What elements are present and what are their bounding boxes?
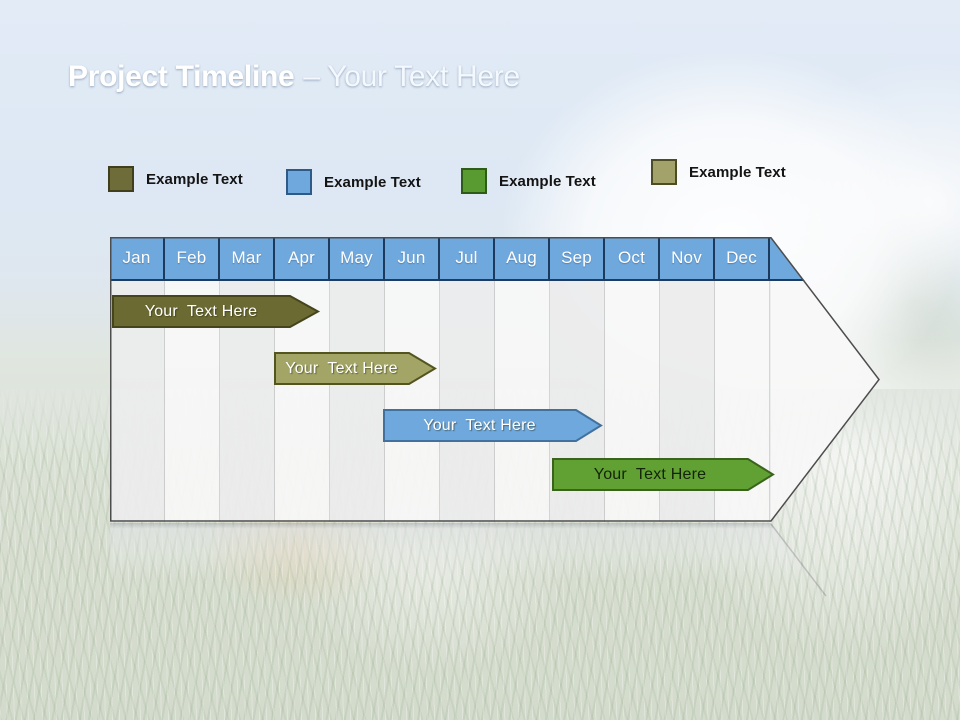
month-header-dec: Dec [715, 237, 770, 279]
legend-label: Example Text [499, 172, 596, 190]
bar-label: Your Text Here [593, 465, 707, 483]
bar-label: Your Text Here [144, 302, 258, 320]
month-header-jul: Jul [440, 237, 495, 279]
legend-swatch-tan [651, 159, 677, 185]
month-header-row: Jan Feb Mar Apr May Jun Jul Aug Sep Oct … [110, 237, 880, 281]
legend-swatch-green [461, 168, 487, 194]
legend-label: Example Text [324, 173, 421, 191]
month-header-nov: Nov [660, 237, 715, 279]
month-header-feb: Feb [165, 237, 220, 279]
timeline-bar-1: Your Text Here [112, 295, 321, 328]
bar-label: Your Text Here [423, 416, 536, 434]
timeline-bar-4: Your Text Here [552, 458, 775, 491]
legend-item: Example Text [461, 168, 596, 194]
bar-label: Your Text Here [285, 359, 398, 377]
page-title-rest: – Your Text Here [303, 60, 520, 93]
month-header-apr: Apr [275, 237, 330, 279]
legend-item: Example Text [286, 169, 421, 195]
month-header-jan: Jan [110, 237, 165, 279]
month-header-jun: Jun [385, 237, 440, 279]
month-header-may: May [330, 237, 385, 279]
timeline-bar-2: Your Text Here [274, 352, 437, 385]
legend-item: Example Text [108, 166, 243, 192]
legend-swatch-blue [286, 169, 312, 195]
legend-item: Example Text [651, 159, 786, 185]
legend-swatch-olive [108, 166, 134, 192]
timeline-reflection [110, 523, 826, 595]
page-title-bold: Project Timeline [68, 60, 295, 93]
timeline-bar-3: Your Text Here [383, 409, 603, 442]
legend-label: Example Text [689, 163, 786, 181]
month-header-oct: Oct [605, 237, 660, 279]
page-title: Project Timeline– Your Text Here [68, 60, 520, 94]
timeline-arrow: Jan Feb Mar Apr May Jun Jul Aug Sep Oct … [110, 237, 880, 522]
month-header-mar: Mar [220, 237, 275, 279]
month-header-sep: Sep [550, 237, 605, 279]
legend-label: Example Text [146, 170, 243, 188]
month-header-aug: Aug [495, 237, 550, 279]
